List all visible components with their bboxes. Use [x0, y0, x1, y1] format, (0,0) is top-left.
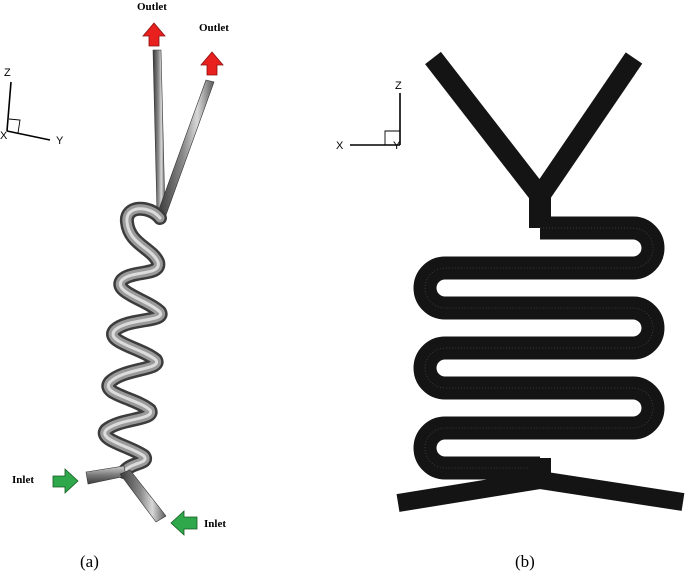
inlet-arrow-1 [52, 468, 79, 494]
panel-a: Z X Y Outlet Outlet Inlet Inlet ( [0, 1, 229, 571]
inlet-legs [85, 465, 167, 523]
axis-triad-a: Z X Y [0, 67, 64, 147]
panel-b: Z X Y (b) [336, 51, 685, 571]
mesh-outlet-y [425, 51, 643, 228]
axis-label-z: Z [395, 80, 402, 92]
inlet-label-2: Inlet [204, 518, 226, 530]
axis-label-y: Y [56, 135, 64, 147]
mesh-serpentine-gridlines [424, 227, 654, 469]
outlet-arrow-2 [200, 51, 224, 76]
outlet-legs [152, 49, 215, 216]
inlet-arrow-2 [170, 510, 198, 536]
axis-label-x: X [0, 130, 8, 142]
outlet-label-2: Outlet [199, 22, 229, 34]
outlet-arrow-1 [142, 22, 166, 47]
mesh-inlet-y [396, 458, 685, 512]
axis-triad-b: Z X Y [336, 80, 402, 152]
axis-label-y: Y [393, 140, 401, 152]
caption-b: (b) [515, 552, 535, 571]
caption-a: (a) [80, 552, 99, 571]
axis-label-x: X [336, 140, 344, 152]
outlet-label-1: Outlet [137, 1, 167, 13]
axis-label-z: Z [4, 67, 11, 79]
inlet-label-1: Inlet [12, 474, 34, 486]
serpentine-channel-3d [97, 201, 168, 479]
